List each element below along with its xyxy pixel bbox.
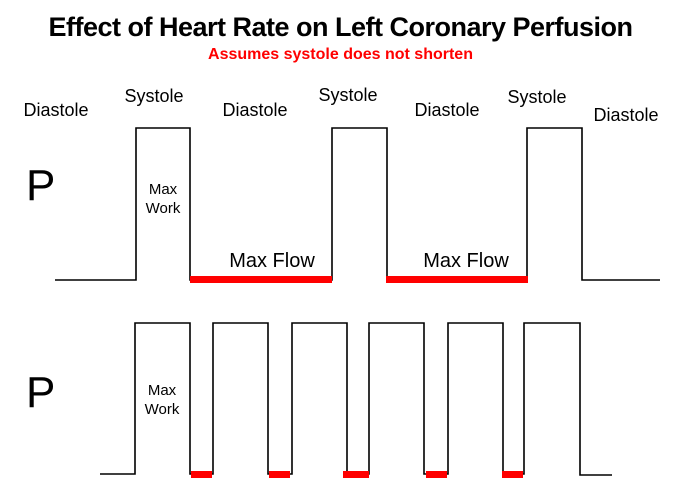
pressure-axis-label-bottom: P [26, 368, 56, 417]
max-flow-bar-bottom-5 [502, 471, 523, 478]
pressure-axis-label-top: P [26, 161, 56, 210]
max-flow-bar-bottom-3 [343, 471, 369, 478]
max-flow-bar-bottom-2 [269, 471, 290, 478]
max-work-label-top: Max Work [146, 180, 181, 218]
phase-label-systole-1: Systole [124, 86, 184, 106]
max-work-bottom-line2: Work [144, 401, 180, 418]
waveform-top-trace [55, 127, 660, 281]
max-work-bottom-line1: Max [147, 382, 177, 399]
max-flow-label-2: Max Flow [423, 250, 509, 272]
max-flow-bar-top-2 [386, 276, 528, 283]
max-work-label-bottom: Max Work [145, 381, 180, 419]
max-flow-bar-bottom-1 [191, 471, 212, 478]
max-work-top-line1: Max [148, 181, 178, 198]
phase-label-diastole-1: Diastole [23, 100, 89, 120]
phase-label-systole-2: Systole [318, 85, 378, 105]
max-flow-bar-bottom-4 [426, 471, 447, 478]
phase-label-systole-3: Systole [507, 87, 567, 107]
max-flow-label-1: Max Flow [229, 250, 315, 272]
max-work-top-line2: Work [145, 200, 181, 217]
phase-label-diastole-3: Diastole [414, 100, 480, 120]
max-flow-bar-top-1 [190, 276, 332, 283]
page-subtitle: Assumes systole does not shorten [208, 46, 473, 63]
page-title: Effect of Heart Rate on Left Coronary Pe… [48, 12, 633, 42]
phase-label-diastole-2: Diastole [222, 100, 288, 120]
phase-label-diastole-4: Diastole [593, 105, 659, 125]
